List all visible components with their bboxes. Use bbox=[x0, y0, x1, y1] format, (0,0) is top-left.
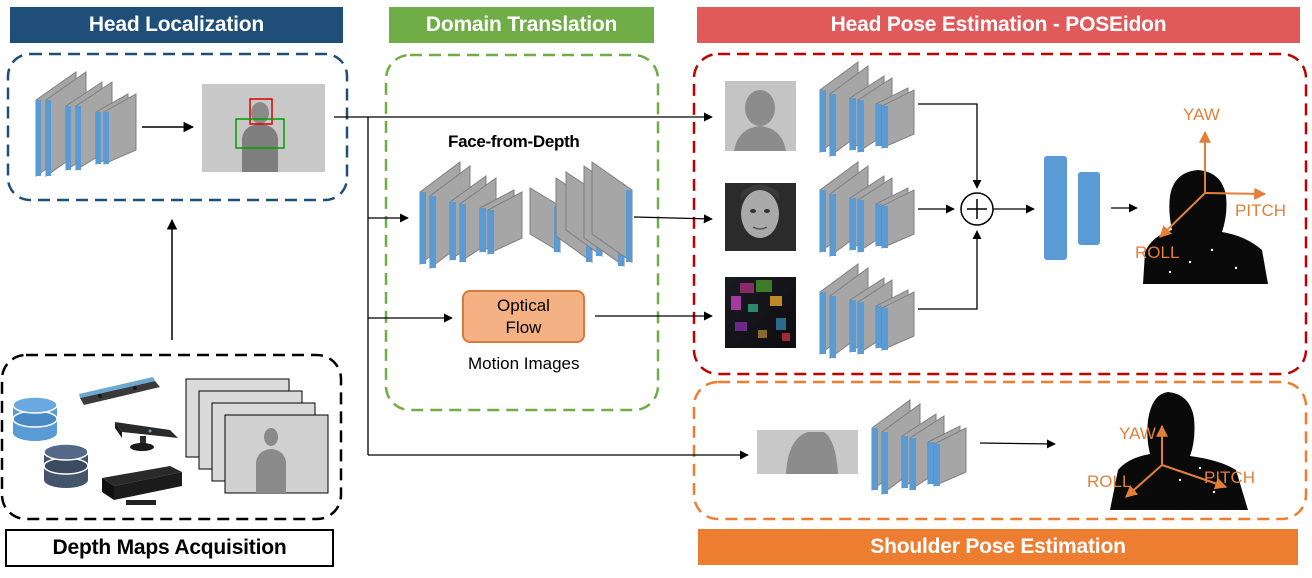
depth-sensor-bar-icon bbox=[79, 377, 160, 405]
depth-face-image bbox=[725, 81, 796, 151]
depth-branch-cnn bbox=[819, 61, 915, 157]
optical-flow-label-line1: Optical bbox=[497, 295, 550, 315]
motion-branch-cnn bbox=[819, 263, 915, 359]
fc-layer-2 bbox=[1078, 172, 1100, 245]
depth-acquisition-frame bbox=[0, 353, 343, 521]
head-localization-frame bbox=[6, 52, 349, 202]
face-from-depth-network bbox=[419, 161, 633, 269]
head-yaw-label: YAW bbox=[1183, 105, 1220, 124]
depth-frames-stack bbox=[185, 378, 329, 494]
motion-images-label: Motion Images bbox=[468, 354, 580, 373]
shoulder-crop-image bbox=[757, 430, 858, 474]
shoulder-yaw-label: YAW bbox=[1119, 424, 1156, 443]
database-icon bbox=[43, 443, 89, 488]
face-from-depth-label: Face-from-Depth bbox=[448, 132, 580, 151]
shoulder-pose-header: Shoulder Pose Estimation bbox=[698, 529, 1298, 565]
face-branch-cnn bbox=[819, 161, 915, 257]
database-icon bbox=[12, 396, 58, 441]
shoulder-pose-frame bbox=[692, 380, 1308, 521]
shoulder-roll-label: ROLL bbox=[1087, 472, 1132, 491]
domain-translation-header: Domain Translation bbox=[389, 7, 654, 43]
kinect-v2-icon bbox=[102, 466, 182, 505]
shoulder-pose-axes bbox=[1125, 424, 1228, 498]
localization-cnn bbox=[35, 71, 137, 177]
rgb-face-image bbox=[725, 183, 796, 251]
head-roll-label: ROLL bbox=[1135, 243, 1180, 262]
fc-layer-1 bbox=[1044, 156, 1067, 260]
optical-flow-box: Optical Flow bbox=[462, 290, 585, 343]
head-pose-header: Head Pose Estimation - POSEidon bbox=[697, 7, 1300, 43]
arrow-to-rgb-face bbox=[633, 214, 713, 224]
motion-image bbox=[725, 277, 796, 348]
head-pose-axes bbox=[1159, 130, 1267, 238]
shoulder-pitch-label: PITCH bbox=[1204, 468, 1255, 487]
arrow-to-shoulder-output bbox=[979, 439, 1056, 449]
head-pose-output-image bbox=[1143, 170, 1268, 284]
optical-flow-label-line2: Flow bbox=[505, 317, 542, 337]
localized-depth-image bbox=[202, 84, 325, 172]
head-localization-header: Head Localization bbox=[10, 7, 343, 43]
depth-maps-header: Depth Maps Acquisition bbox=[5, 529, 334, 567]
shoulder-cnn bbox=[871, 399, 967, 495]
kinect-v1-icon bbox=[115, 422, 178, 451]
head-pitch-label: PITCH bbox=[1235, 201, 1286, 220]
